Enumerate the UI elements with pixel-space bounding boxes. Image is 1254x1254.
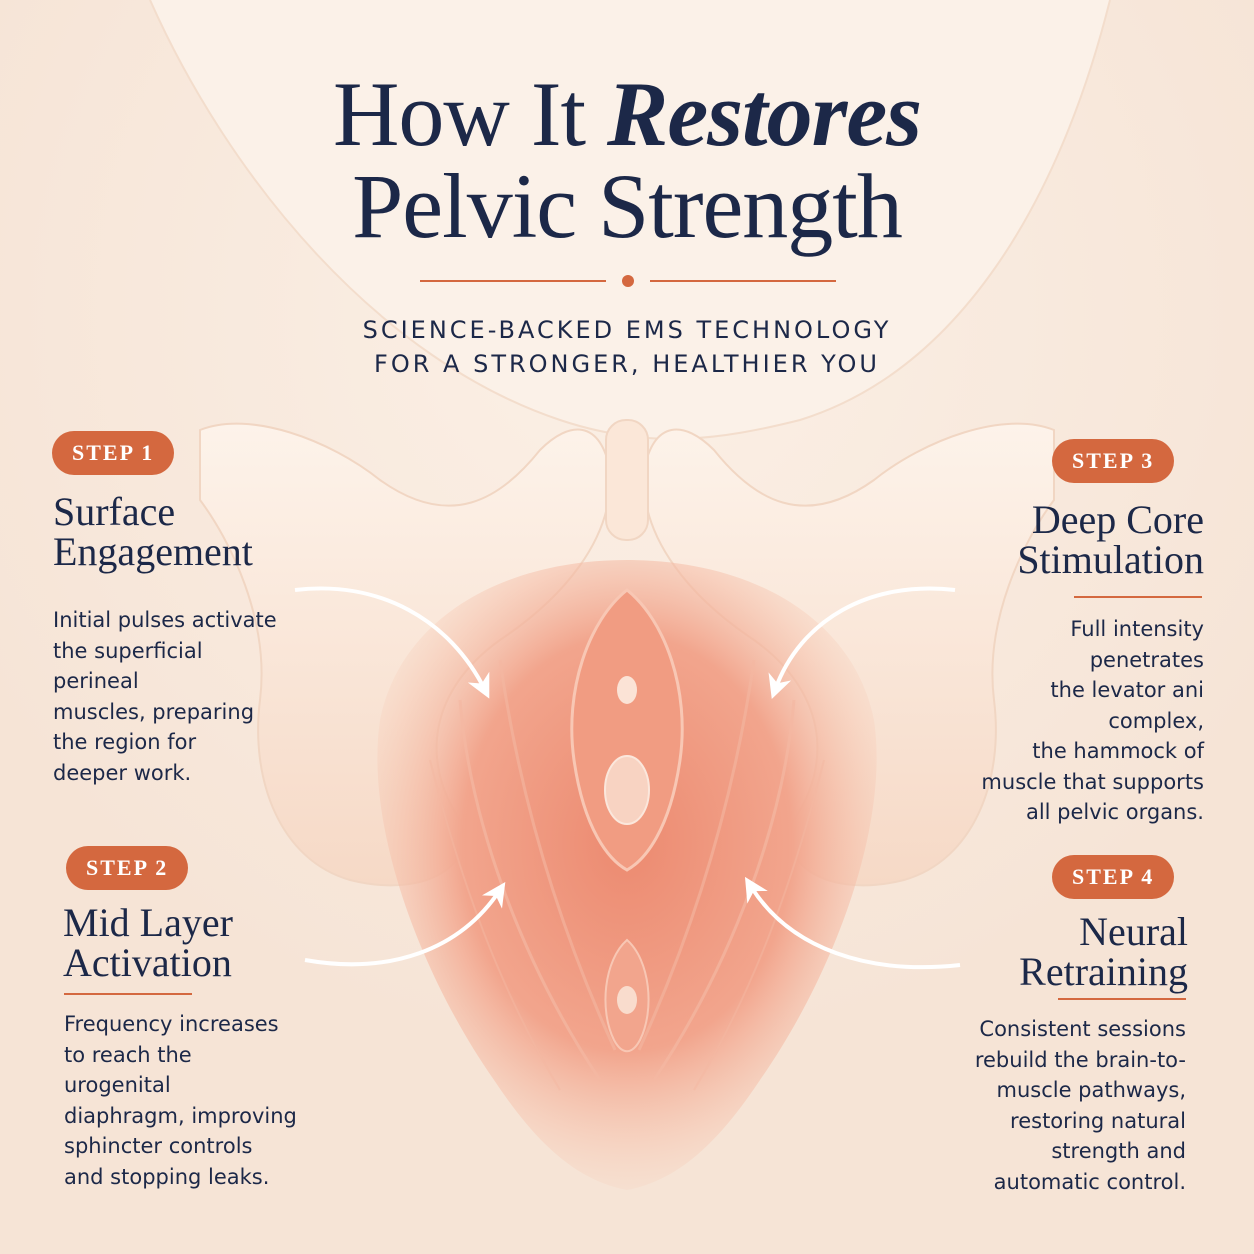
title-divider [420, 275, 836, 287]
step-4-title: Neural Retraining [1019, 909, 1188, 994]
step-3-title: Deep Core Stimulation [1017, 497, 1204, 582]
subtitle-line-2: FOR A STRONGER, HEALTHIER YOU [374, 350, 880, 378]
step-3-divider [1074, 596, 1202, 598]
step-3-badge: STEP 3 [1052, 439, 1175, 483]
step-1-body: Initial pulses activate the superficial … [53, 608, 277, 785]
arrow-step-2 [304, 882, 506, 967]
step-2-title: Mid Layer Activation [63, 900, 233, 985]
step-3-body: Full intensity penetrates the levator an… [981, 617, 1204, 824]
arrow-step-4 [744, 876, 961, 970]
stimulation-arrows [294, 586, 961, 970]
step-2-badge: STEP 2 [66, 846, 189, 890]
title-emphasis: Restores [607, 63, 922, 165]
arrow-step-1 [294, 586, 490, 699]
step-2-body: Frequency increases to reach the urogeni… [64, 1012, 297, 1189]
pelvic-bones [199, 419, 1055, 887]
arrow-step-3 [768, 586, 956, 700]
step-2-divider [64, 993, 192, 995]
step-4-badge: STEP 4 [1052, 855, 1175, 899]
step-4-divider [1058, 998, 1186, 1000]
subtitle-line-1: SCIENCE-BACKED EMS TECHNOLOGY [362, 316, 892, 344]
step-1-badge: STEP 1 [52, 431, 175, 475]
step-4-body: Consistent sessions rebuild the brain-to… [974, 1017, 1186, 1194]
title-start: How It [332, 63, 608, 165]
page-title-line-2: Pelvic Strength [352, 155, 903, 257]
pelvic-floor-muscles [377, 560, 877, 1190]
step-1-title: Surface Engagement [53, 489, 253, 574]
page-title-line-1: How It Restores [0, 68, 1254, 160]
